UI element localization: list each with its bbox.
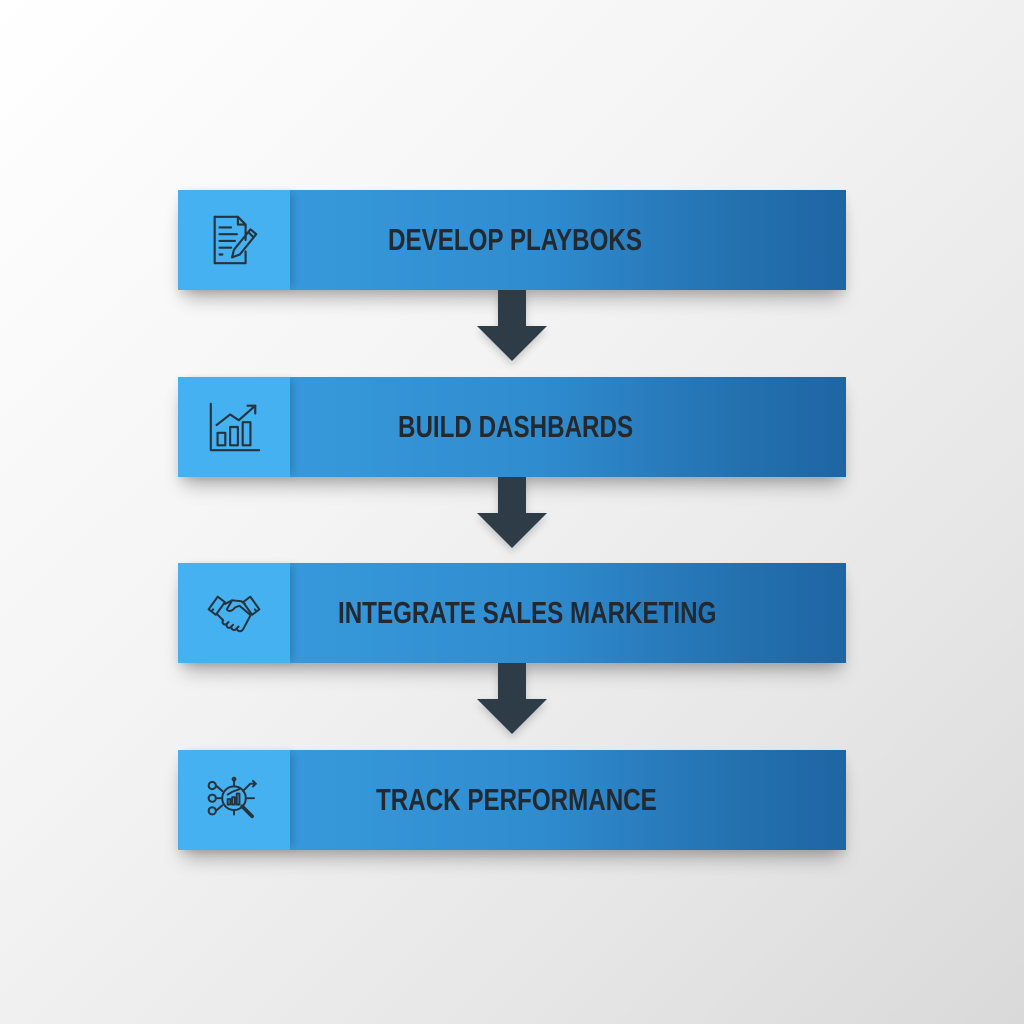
- step-integrate-sales-marketing: INTEGRATE SALES MARKETING: [178, 563, 846, 663]
- step-label: TRACK PERFORMANCE: [376, 782, 657, 817]
- bar-chart-trend-icon: [209, 402, 261, 452]
- step-track-performance: TRACK PERFORMANCE: [178, 750, 846, 850]
- handshake-icon: [207, 595, 261, 633]
- step-develop-playbooks: DEVELOP PLAYBOKS: [178, 190, 846, 290]
- step-body: BUILD DASHBARDS: [290, 377, 846, 477]
- arrow-down-icon: [477, 477, 547, 549]
- step-icon-panel: [178, 563, 290, 663]
- analytics-search-icon: [207, 776, 257, 819]
- arrow-down-icon: [477, 663, 547, 735]
- step-body: DEVELOP PLAYBOKS: [290, 190, 846, 290]
- document-edit-icon: [213, 215, 258, 265]
- arrow-down-icon: [477, 290, 547, 362]
- step-icon-panel: [178, 377, 290, 477]
- step-label: INTEGRATE SALES MARKETING: [338, 595, 717, 630]
- step-body: INTEGRATE SALES MARKETING: [290, 563, 846, 663]
- step-icon-panel: [178, 750, 290, 850]
- step-icon-panel: [178, 190, 290, 290]
- step-label: BUILD DASHBARDS: [398, 409, 634, 444]
- step-body: TRACK PERFORMANCE: [290, 750, 846, 850]
- step-label: DEVELOP PLAYBOKS: [388, 222, 642, 257]
- step-build-dashboards: BUILD DASHBARDS: [178, 377, 846, 477]
